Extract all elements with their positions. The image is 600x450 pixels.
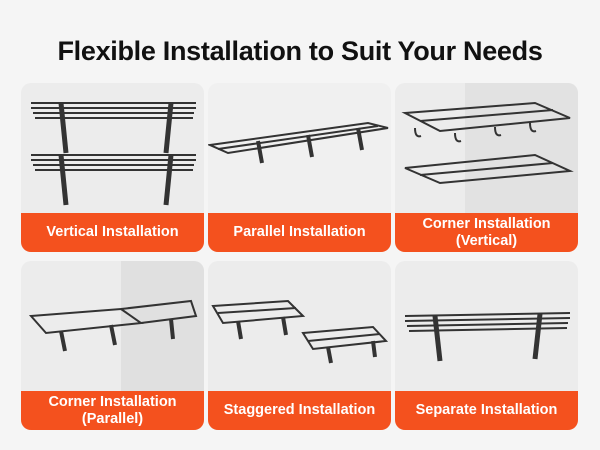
panel-separate: Separate Installation: [395, 261, 578, 430]
shelf-image-vertical: [21, 83, 204, 213]
panel-label: Separate Installation: [395, 391, 578, 430]
panel-vertical: Vertical Installation: [21, 83, 204, 252]
panel-label: Corner Installation (Parallel): [21, 391, 204, 430]
shelf-image-corner-parallel: [21, 261, 204, 391]
panel-corner-vertical: Corner Installation (Vertical): [395, 83, 578, 252]
panel-label: Vertical Installation: [21, 213, 204, 252]
panel-staggered: Staggered Installation: [208, 261, 391, 430]
shelf-image-parallel: [208, 83, 391, 213]
shelf-image-corner-vertical: [395, 83, 578, 213]
shelf-image-staggered: [208, 261, 391, 391]
panel-parallel: Parallel Installation: [208, 83, 391, 252]
panel-label: Corner Installation (Vertical): [395, 213, 578, 252]
panel-label: Parallel Installation: [208, 213, 391, 252]
panel-label: Staggered Installation: [208, 391, 391, 430]
page-title: Flexible Installation to Suit Your Needs: [57, 36, 543, 66]
panel-corner-parallel: Corner Installation (Parallel): [21, 261, 204, 430]
shelf-image-separate: [395, 261, 578, 391]
